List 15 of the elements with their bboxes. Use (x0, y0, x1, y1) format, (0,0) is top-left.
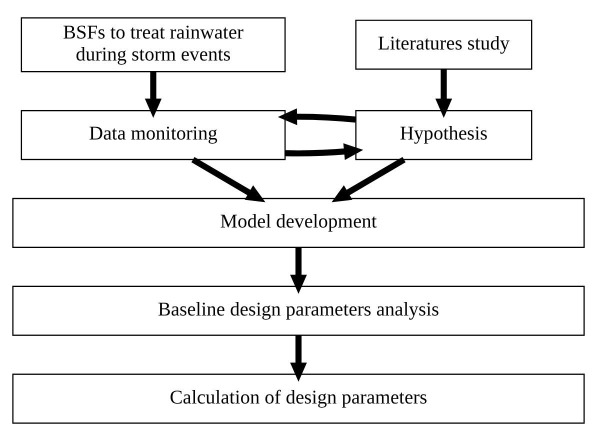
node-box: Literatures study (355, 19, 532, 70)
node-box: Model development (12, 197, 585, 248)
node-box: Baseline design parameters analysis (12, 285, 585, 336)
arrow (285, 142, 364, 160)
arrow (278, 108, 356, 125)
arrow (435, 69, 452, 118)
arrow (290, 247, 307, 294)
arrow (290, 334, 307, 382)
arrow (332, 156, 406, 202)
node-box: Hypothesis (355, 110, 532, 160)
node-box: Calculation of design parameters (12, 373, 585, 424)
arrow (144, 71, 162, 118)
arrow (191, 156, 266, 202)
node-box: Data monitoring (20, 110, 286, 160)
node-box: BSFs to treat rainwater during storm events (20, 16, 286, 72)
